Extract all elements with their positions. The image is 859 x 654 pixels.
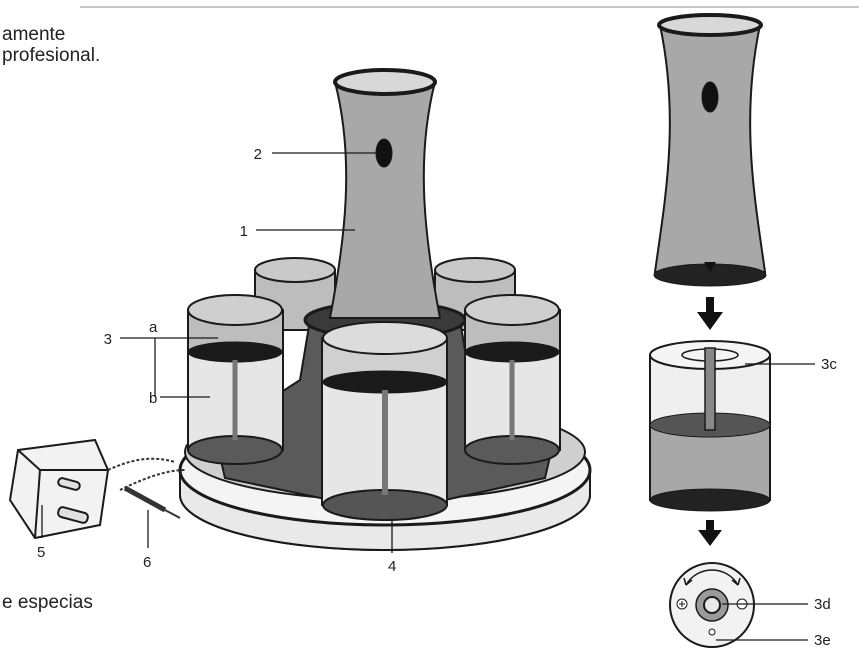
main-grinder-button: [375, 138, 393, 168]
detail-grinder-button: [701, 81, 719, 113]
callout-3d: 3d: [814, 596, 831, 613]
jar-right: [464, 294, 561, 465]
power-cable: [107, 457, 176, 471]
leader-lines: [41, 152, 815, 641]
jar-left: [187, 294, 284, 465]
callout-b: b: [149, 390, 157, 407]
carousel-assembly: [8, 68, 592, 551]
detail-jar: [649, 340, 771, 512]
arrow-down-icon-2: [698, 520, 722, 546]
grinder-bottom-disk: [669, 562, 755, 648]
detail-grinder-body: [653, 24, 767, 273]
callout-4: 4: [388, 558, 396, 575]
cable-plug: [123, 485, 167, 513]
callout-3c: 3c: [821, 356, 837, 373]
power-adapter: [8, 438, 110, 540]
text-fragment-line1: amente: [2, 24, 66, 45]
callout-a: a: [149, 319, 158, 336]
callout-2: 2: [254, 146, 262, 163]
main-grinder-top: [333, 68, 437, 96]
callout-3e: 3e: [814, 632, 831, 649]
callout-1: 1: [240, 223, 248, 240]
callout-5: 5: [37, 544, 45, 561]
callout-3: 3: [104, 331, 112, 348]
callout-6: 6: [143, 554, 151, 571]
text-fragment-footer: e especias: [2, 592, 93, 613]
detail-grinder-top: [657, 13, 763, 37]
text-fragment-line2: profesional.: [2, 45, 101, 66]
alignment-mark: [704, 262, 716, 272]
grinder-detail: [649, 13, 771, 648]
jar-front: [321, 321, 448, 521]
main-grinder-body: [328, 81, 442, 319]
arrow-down-icon: [697, 297, 723, 330]
